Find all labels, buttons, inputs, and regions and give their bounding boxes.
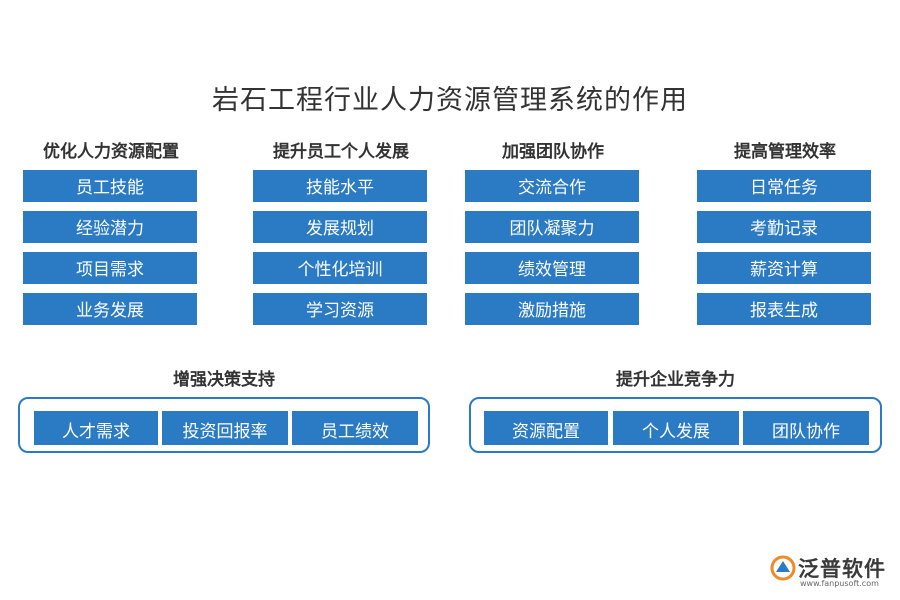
group-item: 个人发展 — [613, 411, 739, 445]
item-box: 绩效管理 — [465, 252, 639, 284]
item-box: 交流合作 — [465, 170, 639, 202]
item-box: 激励措施 — [465, 293, 639, 325]
item-box: 发展规划 — [253, 211, 427, 243]
logo-icon — [770, 555, 796, 581]
item-box: 项目需求 — [23, 252, 197, 284]
group-heading: 提升企业竞争力 — [616, 370, 735, 390]
column-heading: 提高管理效率 — [734, 142, 836, 162]
item-box: 团队凝聚力 — [465, 211, 639, 243]
column-1: 优化人力资源配置 员工技能 经验潜力 项目需求 业务发展 — [23, 138, 199, 334]
item-box: 考勤记录 — [697, 211, 871, 243]
item-box: 业务发展 — [23, 293, 197, 325]
group-item: 员工绩效 — [292, 411, 418, 445]
logo-url: www.fanpusoft.com — [800, 579, 879, 588]
group-item: 投资回报率 — [162, 411, 288, 445]
group-panel: 资源配置 个人发展 团队协作 — [469, 397, 882, 453]
column-2: 提升员工个人发展 技能水平 发展规划 个性化培训 学习资源 — [253, 138, 429, 334]
group-competitiveness: 提升企业竞争力 资源配置 个人发展 团队协作 — [469, 368, 882, 453]
item-box: 技能水平 — [253, 170, 427, 202]
column-heading: 提升员工个人发展 — [273, 142, 409, 162]
logo-name: 泛普软件 — [798, 557, 886, 581]
group-heading: 增强决策支持 — [173, 370, 275, 390]
diagram-title: 岩石工程行业人力资源管理系统的作用 — [212, 85, 688, 116]
group-decision-support: 增强决策支持 人才需求 投资回报率 员工绩效 — [18, 368, 430, 453]
column-heading: 加强团队协作 — [502, 142, 604, 162]
item-box: 经验潜力 — [23, 211, 197, 243]
column-3: 加强团队协作 交流合作 团队凝聚力 绩效管理 激励措施 — [465, 138, 641, 334]
group-item: 资源配置 — [484, 411, 608, 445]
group-item: 人才需求 — [34, 411, 158, 445]
item-box: 日常任务 — [697, 170, 871, 202]
item-box: 薪资计算 — [697, 252, 871, 284]
group-item: 团队协作 — [743, 411, 869, 445]
item-box: 学习资源 — [253, 293, 427, 325]
item-box: 员工技能 — [23, 170, 197, 202]
item-box: 报表生成 — [697, 293, 871, 325]
column-heading: 优化人力资源配置 — [43, 142, 179, 162]
brand-logo: 泛普软件 www.fanpusoft.com — [770, 553, 895, 595]
item-box: 个性化培训 — [253, 252, 427, 284]
group-panel: 人才需求 投资回报率 员工绩效 — [18, 397, 430, 453]
column-4: 提高管理效率 日常任务 考勤记录 薪资计算 报表生成 — [697, 138, 873, 334]
